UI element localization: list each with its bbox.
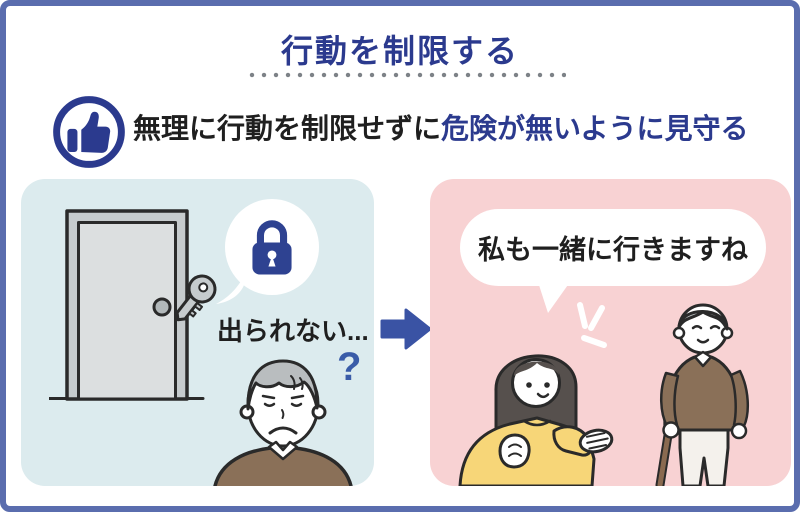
cane: [657, 426, 672, 486]
right-arrow-icon: [380, 308, 432, 350]
advice-text-plain: 無理に行動を制限せずに: [133, 113, 442, 144]
page-title: 行動を制限する: [280, 33, 519, 69]
sad-elderly-man-illustration: [213, 359, 353, 486]
thumbs-up-icon: [53, 96, 125, 168]
speech-bubble-tail: [538, 282, 570, 313]
advice-text: 無理に行動を制限せずに危険が無いように見守る: [133, 112, 748, 146]
advice-text-emphasis: 危険が無いように見守る: [441, 113, 749, 144]
emphasis-marks: [577, 302, 607, 348]
locked-door-with-key-illustration: [49, 209, 217, 401]
restricted-scene-panel: 出られない... ?: [21, 179, 374, 486]
left-caption: 出られない...: [217, 316, 369, 346]
padlock-icon: [252, 220, 292, 275]
lock-thought-bubble: [225, 199, 319, 295]
question-mark: ?: [337, 345, 362, 389]
caregiver-woman-illustration: [458, 354, 614, 486]
key-icon: [175, 274, 217, 322]
thought-bubble-tail: [216, 275, 244, 304]
title-underline-dots: [246, 72, 566, 78]
speech-bubble: 私も一緒に行きますね: [460, 209, 766, 286]
elderly-man-with-cane-illustration: [655, 303, 749, 486]
speech-bubble-text: 私も一緒に行きますね: [478, 235, 748, 265]
watch-over-scene-panel: 私も一緒に行きますね: [430, 179, 791, 486]
